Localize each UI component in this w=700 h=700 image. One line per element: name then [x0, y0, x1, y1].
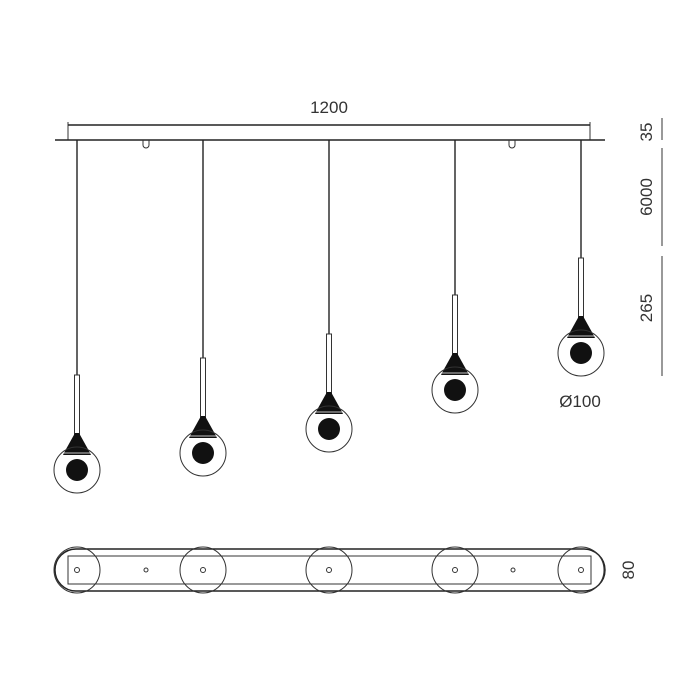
bulb: [192, 442, 214, 464]
plan-globe: [53, 546, 101, 594]
plate-depth-label: 80: [619, 561, 638, 580]
stem-tube: [326, 333, 332, 395]
cone-holder: [567, 316, 595, 338]
cone-holder: [63, 433, 91, 455]
plan-view-globes: [53, 546, 605, 594]
stem-tube: [74, 374, 80, 436]
bulb: [318, 418, 340, 440]
bulb: [444, 379, 466, 401]
glass-globe: [305, 405, 353, 453]
pendants-group: [53, 140, 605, 494]
glass-globe: [179, 429, 227, 477]
pendant-light: [53, 140, 101, 494]
mounting-hole: [143, 567, 149, 573]
stem-tube: [200, 357, 206, 419]
bulb: [66, 459, 88, 481]
plan-globe: [305, 546, 353, 594]
pendant-light: [557, 140, 605, 377]
pendant-light: [431, 140, 479, 414]
cable-length-label: 6000: [637, 178, 656, 216]
stem-tube: [578, 257, 584, 319]
canopy-front-view: [55, 122, 605, 149]
canopy-height-label: 35: [637, 123, 656, 142]
cone-holder: [189, 416, 217, 438]
cone-holder: [315, 392, 343, 414]
stem-tube: [452, 294, 458, 356]
bulb: [570, 342, 592, 364]
plan-globe: [179, 546, 227, 594]
glass-globe: [557, 329, 605, 377]
plan-globe: [557, 546, 605, 594]
pendant-light: [179, 140, 227, 477]
glass-globe: [53, 446, 101, 494]
mounting-hole: [510, 567, 516, 573]
plan-globe: [431, 546, 479, 594]
pendant-light: [305, 140, 353, 453]
cone-holder: [441, 353, 469, 375]
width-dimension-label: 1200: [310, 98, 348, 117]
pendant-height-label: 265: [637, 294, 656, 322]
canopy-plan-view: [54, 548, 606, 592]
globe-diameter-label: Ø100: [559, 392, 601, 411]
glass-globe: [431, 366, 479, 414]
